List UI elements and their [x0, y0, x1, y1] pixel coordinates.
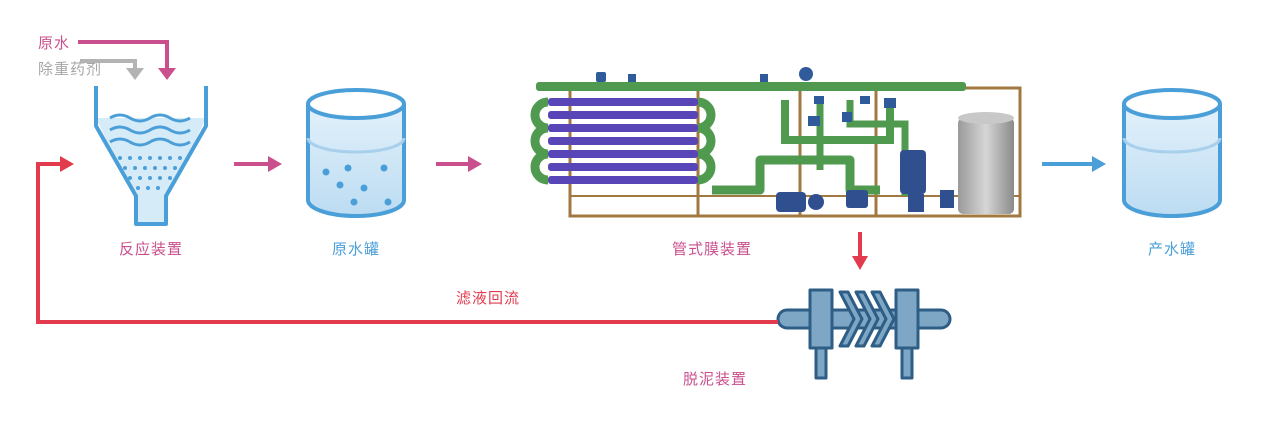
- flow-arrow-reaction-to-raw-tank: [234, 156, 282, 172]
- filtrate-return-label: 滤液回流: [456, 289, 520, 307]
- reaction-device-label: 反应装置: [119, 240, 183, 258]
- tubular-membrane-device-image: [530, 67, 1022, 218]
- raw-water-arrowhead: [158, 68, 176, 80]
- chemical-input: 除重药剂: [38, 59, 144, 80]
- flow-arrow-membrane-to-product-tank: [1042, 156, 1106, 172]
- product-water-tank-label: 产水罐: [1148, 240, 1196, 258]
- dewatering-device-label: 脱泥装置: [683, 370, 747, 388]
- raw-water-tank-label: 原水罐: [332, 240, 380, 258]
- chemical-label: 除重药剂: [38, 60, 102, 78]
- tubular-membrane-device-label: 管式膜装置: [672, 240, 752, 258]
- dewatering-device-icon: [776, 288, 952, 380]
- chemical-arrowhead: [126, 68, 144, 80]
- raw-water-tank-icon: [306, 88, 406, 218]
- flow-arrow-raw-tank-to-membrane: [436, 156, 482, 172]
- raw-water-arrow: [78, 40, 169, 72]
- filtrate-return-line: [36, 156, 778, 324]
- filtrate-return-arrowhead: [60, 156, 74, 172]
- product-water-tank-icon: [1122, 88, 1222, 218]
- raw-water-label: 原水: [38, 34, 70, 52]
- raw-water-input: 原水: [38, 34, 176, 80]
- flow-arrow-membrane-to-dewatering: [852, 232, 868, 270]
- reaction-device-icon: [94, 86, 208, 226]
